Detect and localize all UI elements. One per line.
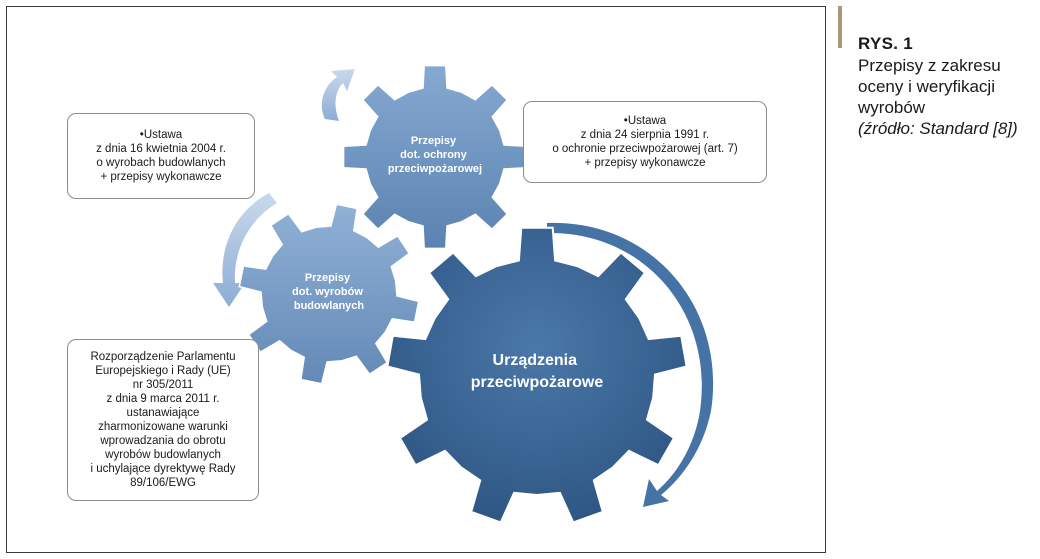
gear-fire-devices-label: Urządzenia przeciwpożarowe [471, 352, 604, 391]
gear-fire-protection [342, 64, 528, 250]
box-act-2004: Ustawa z dnia 16 kwietnia 2004 r. o wyro… [67, 113, 255, 199]
curved-arrow-top [321, 69, 355, 121]
box-regulation-line: Europejskiego i Rady (UE) [95, 365, 231, 377]
box-regulation-line: i uchylające dyrektywę Rady [90, 463, 236, 475]
figure-caption: RYS. 1 Przepisy z zakresu oceny i weryfi… [838, 6, 1033, 206]
gear-fire-protection-label: Przepisy dot. ochrony przeciwpożarowej [388, 135, 482, 175]
gear-building-products [238, 203, 420, 385]
box-regulation-line: 89/106/EWG [130, 477, 196, 489]
caption-accent-bar [838, 6, 842, 48]
caption-text: RYS. 1 Przepisy z zakresu oceny i weryfi… [858, 34, 1033, 139]
gear-diagram: Przepisy dot. ochrony przeciwpożarowej P… [213, 64, 714, 524]
box-act-1991-line: z dnia 24 sierpnia 1991 r. [580, 129, 710, 141]
curved-arrow-left [213, 193, 277, 307]
box-act-2004-line: + przepisy wykonawcze [100, 171, 222, 183]
box-act-2004-line: o wyrobach budowlanych [96, 157, 226, 169]
box-act-1991-bullet: Ustawa [530, 114, 760, 128]
box-act-1991: Ustawa z dnia 24 sierpnia 1991 r. o ochr… [523, 101, 767, 183]
box-act-1991-line: o ochronie przeciwpożarowej (art. 7) [552, 143, 738, 155]
box-regulation-line: ustanawiające [126, 407, 200, 419]
box-regulation-line: wprowadzania do obrotu [100, 435, 226, 447]
box-regulation-line: Rozporządzenie Parlamentu [90, 351, 236, 363]
box-regulation-line: z dnia 9 marca 2011 r. [106, 393, 220, 405]
gear-fire-devices [386, 226, 688, 524]
gear-building-products-label: Przepisy dot. wyrobów budowlanych [292, 272, 366, 312]
box-act-2004-line: z dnia 16 kwietnia 2004 r. [96, 143, 226, 155]
box-act-1991-line: + przepisy wykonawcze [584, 157, 706, 169]
caption-description: Przepisy z zakresu oceny i weryfikacji w… [858, 56, 1001, 117]
caption-label: RYS. 1 [858, 34, 914, 53]
box-regulation: Rozporządzenie Parlamentu Europejskiego … [67, 339, 259, 501]
caption-source: (źródło: Standard [8]) [858, 119, 1018, 138]
box-act-2004-bullet: Ustawa [74, 128, 248, 142]
box-regulation-line: zharmonizowane warunki [98, 421, 228, 433]
box-regulation-line: nr 305/2011 [132, 379, 194, 391]
box-regulation-line: wyrobów budowlanych [105, 449, 221, 461]
diagram-frame: Przepisy dot. ochrony przeciwpożarowej P… [6, 6, 826, 553]
